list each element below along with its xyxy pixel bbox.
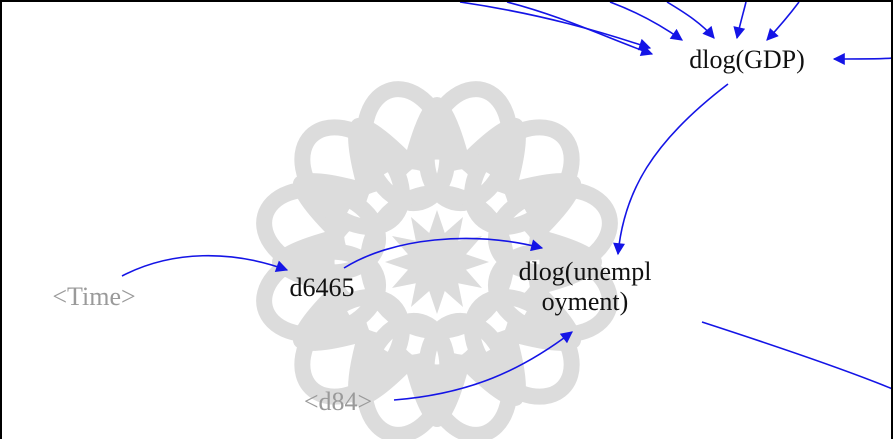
edge-top-2-to-gdp[interactable] [506,2,654,57]
edge-top-1-to-gdp[interactable] [459,2,652,51]
edge-unemployment-to-right[interactable] [701,321,893,390]
node-unemployment-line1[interactable]: dlog(unempl [519,257,652,286]
node-d84-shadow[interactable]: <d84> [304,387,372,416]
nodes-layer: dlog(GDP) dlog(unempl oyment) d6465 <Tim… [52,45,804,416]
edges-layer [121,2,893,401]
edge-top-5-to-gdp[interactable] [733,2,747,40]
node-d6465[interactable]: d6465 [290,273,355,302]
edge-top-3-to-gdp[interactable] [609,2,683,41]
rosette-watermark-icon [256,81,618,439]
edge-gdp-to-unemployment[interactable] [613,83,729,256]
edge-d6465-to-unemployment[interactable] [343,237,544,269]
node-gdp[interactable]: dlog(GDP) [689,45,805,74]
edge-top-6-to-gdp[interactable] [766,2,800,41]
node-unemployment-line2[interactable]: oyment) [542,287,629,316]
edge-d84-to-unemployment[interactable] [393,331,573,401]
edge-time-to-d6465[interactable] [121,254,289,277]
edge-top-4-to-gdp[interactable] [666,2,715,39]
node-time-shadow[interactable]: <Time> [52,282,135,311]
edge-right-to-gdp[interactable] [832,52,893,65]
